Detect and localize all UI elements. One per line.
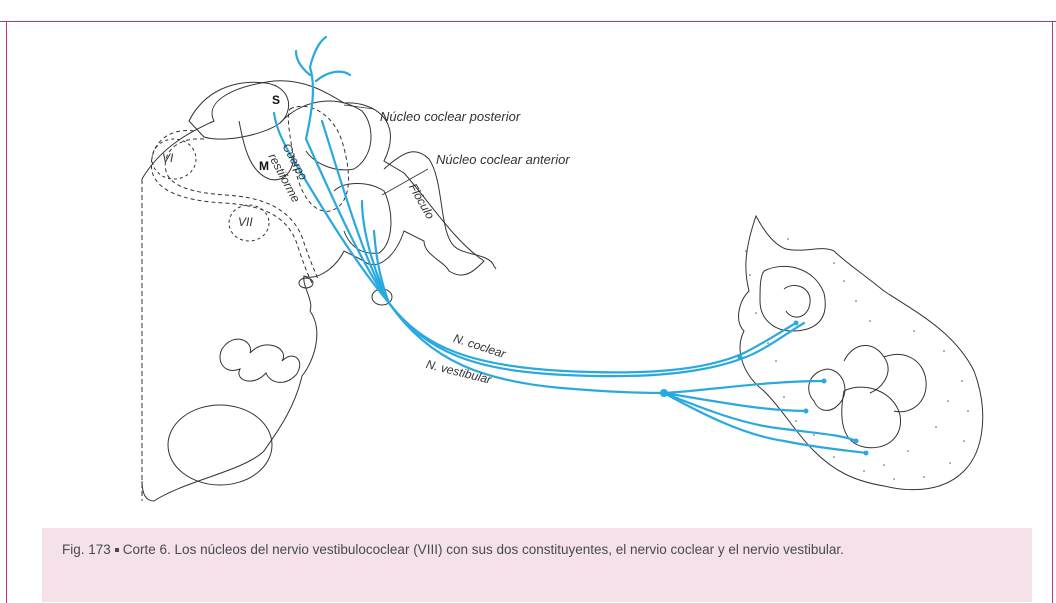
label-vi: VI (162, 151, 173, 165)
diagram-panel: S M Cuerpo restiforme VI VII Núcleo cocl… (44, 31, 1020, 526)
semicircular-canal-2 (884, 354, 926, 411)
vestibule-saccule (809, 369, 845, 410)
caption-bullet (115, 548, 119, 552)
cochlea-outline (760, 266, 825, 331)
label-s: S (272, 93, 280, 107)
semicircular-canal-1 (844, 345, 888, 393)
figure-caption: Fig. 173 Corte 6. Los núcleos del nervio … (62, 540, 1022, 560)
brainstem-outline (142, 81, 496, 501)
vestibular-branch-3 (664, 393, 856, 441)
facial-root-stub (299, 278, 313, 288)
vi-nucleus (152, 139, 196, 179)
ascending-fiber-1 (306, 67, 313, 139)
vestibular-ganglion (660, 389, 668, 397)
central-fiber-3 (322, 121, 389, 303)
figure-number: Fig. 173 (62, 542, 111, 557)
flocculus-outline (384, 152, 496, 269)
vestibular-branch-4 (664, 393, 866, 453)
label-nucleo-coclear-posterior: Núcleo coclear posterior (380, 109, 520, 124)
right-border (1052, 21, 1053, 603)
inner-ear-outline (739, 216, 983, 490)
ascending-fiber-2 (310, 37, 326, 67)
label-vii: VII (238, 215, 253, 229)
ascending-fiber-4 (296, 51, 310, 75)
vestibulocochlear-diagram (44, 31, 1020, 526)
upper-bulge (189, 82, 289, 139)
petrous-bone (739, 216, 983, 490)
vestibular-branch-1 (664, 381, 824, 393)
vestibular-fiber-1 (389, 303, 664, 393)
caption-text: Corte 6. Los núcleos del nervio vestibul… (123, 542, 844, 557)
label-nucleo-coclear-anterior: Núcleo coclear anterior (436, 152, 570, 167)
cochlea-turn (784, 285, 810, 317)
brainstem-contour (142, 81, 484, 501)
caption-box: Fig. 173 Corte 6. Los núcleos del nervio … (42, 528, 1032, 602)
bone-stipple (745, 238, 969, 480)
olive-nucleus (220, 339, 300, 382)
nerve-fibers (274, 37, 866, 453)
ascending-fiber-3 (316, 72, 350, 81)
